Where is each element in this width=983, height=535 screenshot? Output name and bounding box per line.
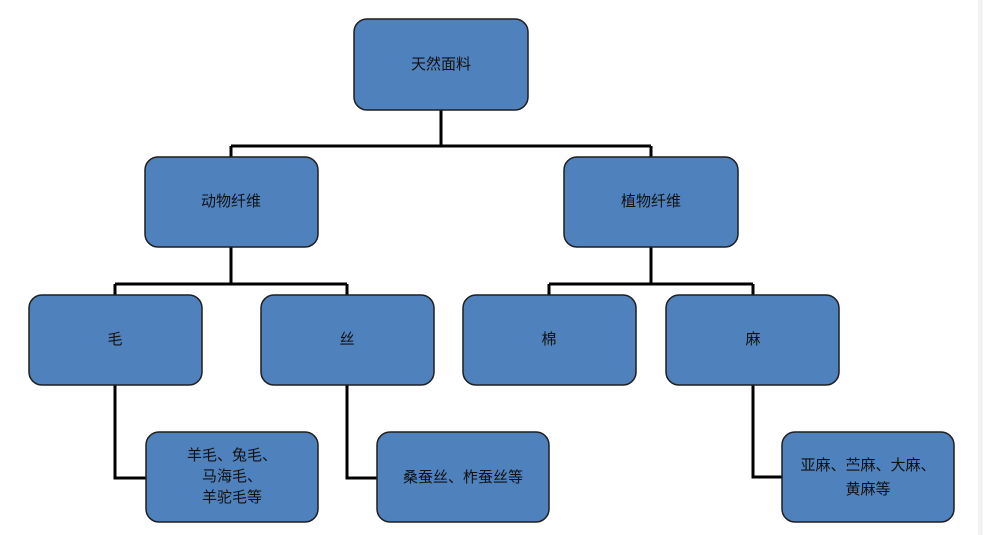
- right-edge-strip: [978, 0, 983, 535]
- node-animal-fiber-label: 动物纤维: [201, 192, 261, 210]
- node-cotton-label: 棉: [541, 330, 556, 348]
- node-silk-types-box: [376, 431, 550, 523]
- node-animal-fiber: 动物纤维: [144, 156, 319, 248]
- node-silk-box: [260, 294, 435, 386]
- node-natural-fabric: 天然面料: [353, 18, 529, 111]
- node-wool-types-line-2: 马海毛、: [202, 467, 262, 485]
- node-plant-fiber: 植物纤维: [563, 156, 739, 248]
- node-silk: 丝: [260, 294, 435, 386]
- node-plant-fiber-label: 植物纤维: [621, 192, 681, 210]
- node-hemp-types-line-1: 亚麻、苎麻、大麻、: [800, 456, 935, 474]
- node-wool-types: 羊毛、兔毛、 马海毛、 羊驼毛等: [145, 431, 319, 523]
- node-wool-types-line-3: 羊驼毛等: [202, 488, 262, 506]
- node-hemp-types-box: [781, 431, 955, 523]
- node-wool-types-line-1: 羊毛、兔毛、: [187, 446, 277, 464]
- node-wool-label: 毛: [107, 330, 122, 348]
- node-hemp-types: 亚麻、苎麻、大麻、 黄麻等: [781, 431, 955, 523]
- node-natural-fabric-box: [353, 18, 529, 111]
- node-hemp-types-line-2: 黄麻等: [845, 480, 890, 498]
- node-wool-types-box: [145, 431, 319, 523]
- node-plant-fiber-box: [563, 156, 739, 248]
- connector-root-to-fibers: [229, 110, 653, 157]
- node-silk-label: 丝: [339, 330, 354, 348]
- connector-silk-to-types: [345, 385, 377, 480]
- node-cotton-box: [462, 294, 637, 386]
- connectors: [113, 110, 782, 480]
- node-hemp: 麻: [665, 294, 840, 386]
- connector-hemp-to-types: [751, 385, 782, 479]
- node-hemp-box: [665, 294, 840, 386]
- node-silk-types: 桑蚕丝、柞蚕丝等: [376, 431, 550, 523]
- node-animal-fiber-box: [144, 156, 319, 248]
- node-wool-box: [28, 294, 203, 386]
- node-wool: 毛: [28, 294, 203, 386]
- node-hemp-label: 麻: [745, 330, 760, 348]
- connector-animal-to-children: [113, 247, 349, 295]
- node-cotton: 棉: [462, 294, 637, 386]
- connector-plant-to-children: [547, 247, 755, 295]
- node-silk-types-line-1: 桑蚕丝、柞蚕丝等: [403, 468, 523, 486]
- connector-wool-to-types: [113, 385, 146, 480]
- node-natural-fabric-label: 天然面料: [411, 55, 471, 73]
